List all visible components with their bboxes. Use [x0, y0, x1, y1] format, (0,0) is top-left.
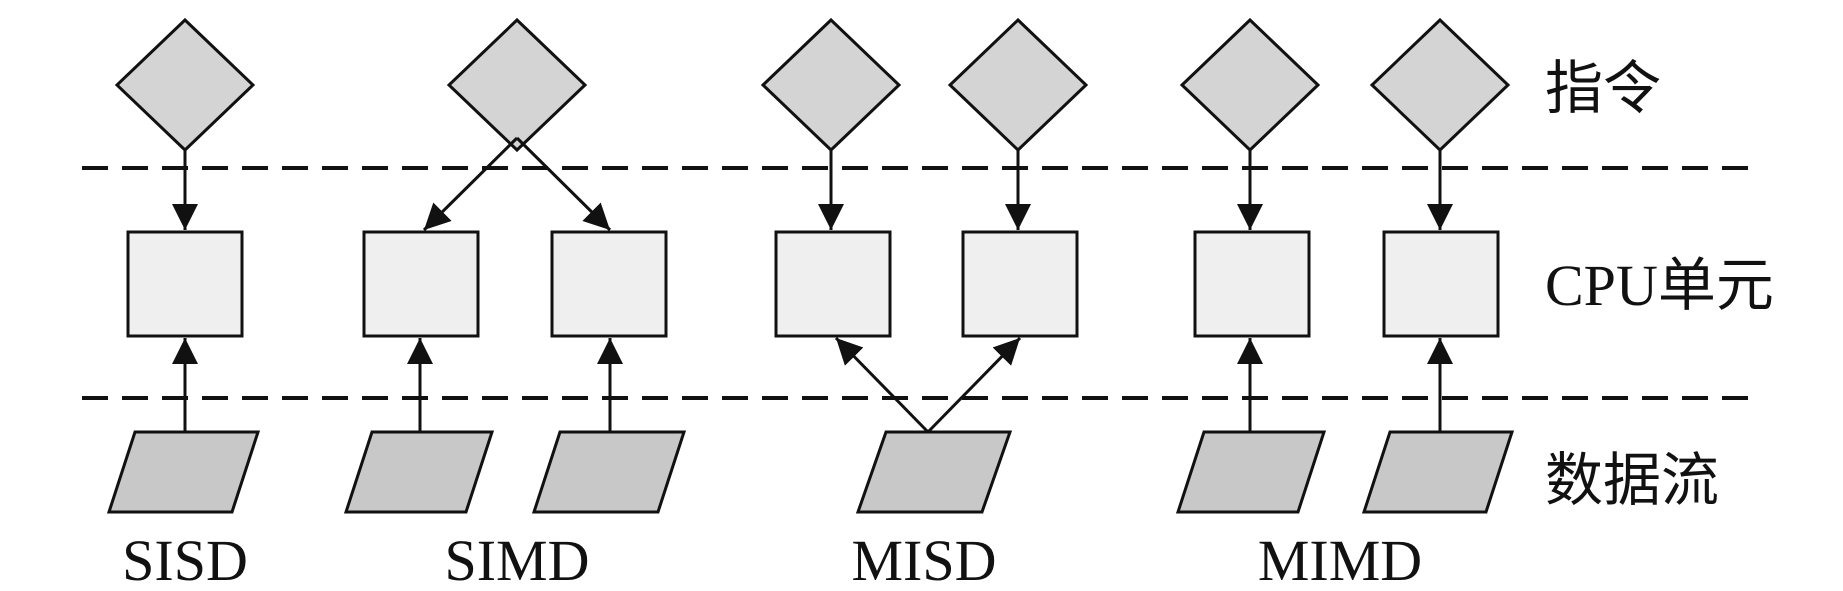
group-label-misd: MISD: [851, 528, 996, 591]
cpu-box-2: [550, 230, 668, 338]
data-arrow-2: [926, 336, 1022, 434]
data-parallelogram: [106, 430, 261, 514]
instruction-diamond-1: [760, 17, 902, 153]
cpu-box-1: [1193, 230, 1311, 338]
cpu-box-2: [961, 230, 1079, 338]
instruction-diamond-1: [1179, 17, 1321, 153]
data-parallelogram-1: [343, 430, 495, 514]
instruction-arrow-2: [515, 136, 612, 232]
instruction-diamond: [446, 17, 588, 153]
data-parallelogram-2: [1361, 430, 1515, 514]
instruction-diamond: [114, 17, 256, 153]
row-label-data-stream: 数据流: [1545, 448, 1719, 513]
group-simd: [343, 17, 687, 514]
cpu-box-1: [362, 230, 480, 338]
group-label-mimd: MIMD: [1258, 528, 1422, 591]
instruction-arrow-1: [422, 136, 519, 232]
row-label-instruction: 指令: [1545, 56, 1661, 121]
data-parallelogram: [855, 430, 1013, 514]
group-sisd: [106, 17, 261, 514]
instruction-diamond-2: [1369, 17, 1511, 153]
instruction-diamond-2: [947, 17, 1089, 153]
data-parallelogram-2: [531, 430, 687, 514]
data-parallelogram-1: [1175, 430, 1327, 514]
group-label-sisd: SISD: [122, 528, 248, 591]
cpu-box-1: [774, 230, 892, 338]
cpu-box: [126, 230, 244, 338]
cpu-box-2: [1382, 230, 1500, 338]
row-label-cpu: CPU单元: [1545, 253, 1774, 318]
data-arrow-1: [834, 336, 930, 434]
group-label-simd: SIMD: [444, 528, 589, 591]
group-mimd: [1175, 17, 1515, 514]
group-misd: [760, 17, 1089, 514]
